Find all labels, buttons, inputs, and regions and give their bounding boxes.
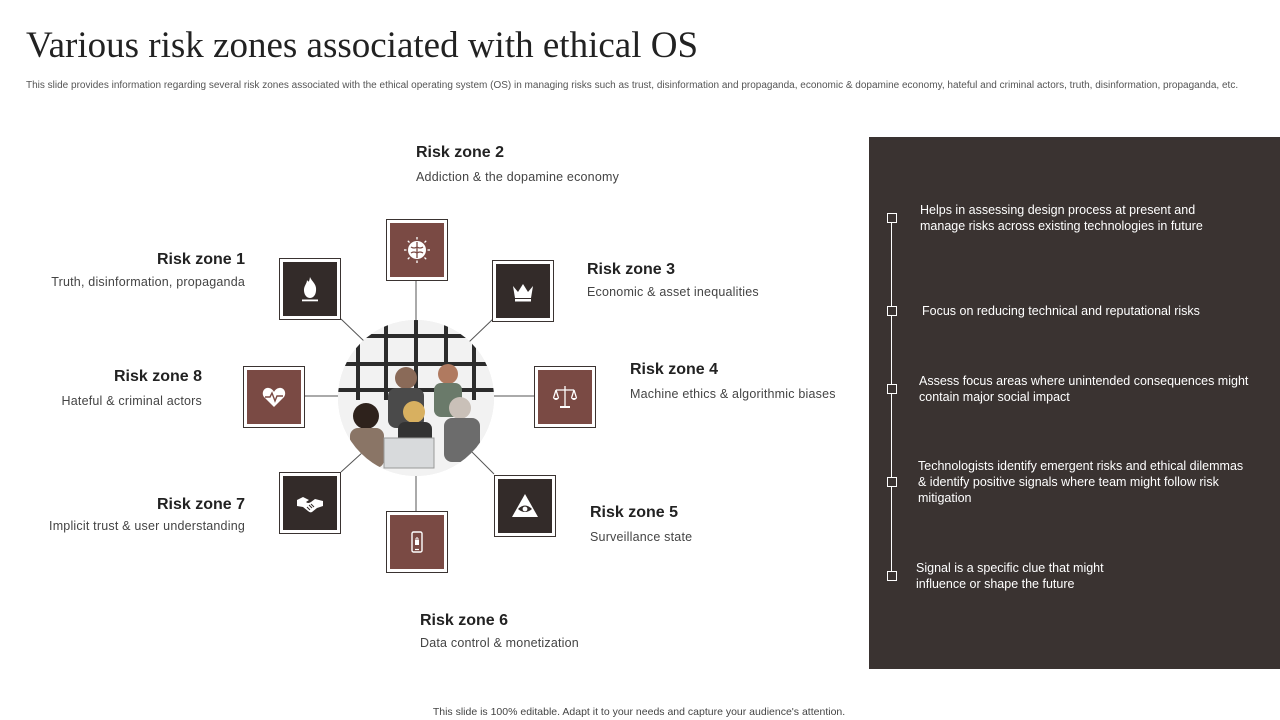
- zone-1-title: Risk zone 1: [156, 251, 245, 268]
- zone-8-label: Risk zone 8 Hateful & criminal actors: [62, 368, 202, 408]
- zone-3-label: Risk zone 3 Economic & asset inequalitie…: [587, 261, 759, 299]
- zone-1-label: Risk zone 1 Truth, disinformation, propa…: [51, 251, 245, 289]
- zone-4-title: Risk zone 4: [630, 361, 719, 378]
- zone-4-tile: [534, 366, 596, 428]
- zone-8-desc: Hateful & criminal actors: [61, 394, 202, 408]
- zone-3-desc: Economic & asset inequalities: [587, 285, 759, 299]
- crown-icon: [513, 284, 533, 302]
- zone-4-desc: Machine ethics & algorithmic biases: [630, 387, 836, 401]
- zone-7-label: Risk zone 7 Implicit trust & user unders…: [49, 496, 245, 533]
- zone-1-tile: [279, 258, 341, 320]
- bullet-marker: [887, 477, 897, 487]
- panel-item-1: Helps in assessing design process at pre…: [920, 203, 1203, 233]
- bullet-marker: [887, 571, 897, 581]
- zone-6-title: Risk zone 6: [420, 612, 509, 629]
- panel-item-2: Focus on reducing technical and reputati…: [922, 304, 1200, 318]
- zone-5-tile: [494, 475, 556, 537]
- brain-icon: [404, 237, 430, 263]
- zone-2-desc: Addiction & the dopamine economy: [416, 170, 620, 184]
- footer-note: This slide is 100% editable. Adapt it to…: [432, 706, 846, 718]
- zone-3-tile: [492, 260, 554, 322]
- zone-1-desc: Truth, disinformation, propaganda: [51, 275, 245, 289]
- zone-6-label: Risk zone 6 Data control & monetization: [420, 612, 579, 650]
- team-photo: [338, 320, 494, 476]
- zone-2-label: Risk zone 2 Addiction & the dopamine eco…: [416, 144, 619, 184]
- zone-7-desc: Implicit trust & user understanding: [49, 519, 245, 533]
- bullet-marker: [887, 384, 897, 394]
- bullet-marker: [887, 213, 897, 223]
- risk-zone-diagram: Risk zone 2 Addiction & the dopamine eco…: [0, 130, 860, 700]
- phone-icon: [411, 531, 423, 553]
- zone-5-title: Risk zone 5: [590, 504, 679, 521]
- benefits-panel: Helps in assessing design process at pre…: [869, 137, 1280, 669]
- connector-lines: [304, 280, 534, 511]
- zone-8-tile: [243, 366, 305, 428]
- eye-triangle-icon: [512, 494, 538, 517]
- heart-pulse-icon: [262, 387, 286, 407]
- timeline-line: [891, 217, 892, 577]
- zone-7-title: Risk zone 7: [156, 496, 245, 513]
- bullet-marker: [887, 306, 897, 316]
- panel-item-5: Signal is a specific clue that might inf…: [916, 561, 1104, 591]
- zone-2-title: Risk zone 2: [416, 144, 505, 161]
- scales-icon: [552, 386, 578, 408]
- handshake-icon: [297, 497, 323, 513]
- zone-8-title: Risk zone 8: [113, 368, 202, 385]
- zone-5-desc: Surveillance state: [590, 530, 693, 544]
- slide-subtitle: This slide provides information regardin…: [26, 80, 1239, 91]
- panel-item-3: Assess focus areas where unintended cons…: [919, 374, 1249, 404]
- slide-title: Various risk zones associated with ethic…: [26, 25, 699, 66]
- zone-6-tile: [386, 511, 448, 573]
- panel-item-4: Technologists identify emergent risks an…: [918, 459, 1244, 505]
- zone-5-label: Risk zone 5 Surveillance state: [590, 504, 692, 544]
- zone-3-title: Risk zone 3: [587, 261, 676, 278]
- flame-icon: [302, 277, 318, 302]
- zone-2-tile: [386, 219, 448, 281]
- zone-7-tile: [279, 472, 341, 534]
- zone-6-desc: Data control & monetization: [420, 636, 579, 650]
- zone-4-label: Risk zone 4 Machine ethics & algorithmic…: [630, 361, 836, 401]
